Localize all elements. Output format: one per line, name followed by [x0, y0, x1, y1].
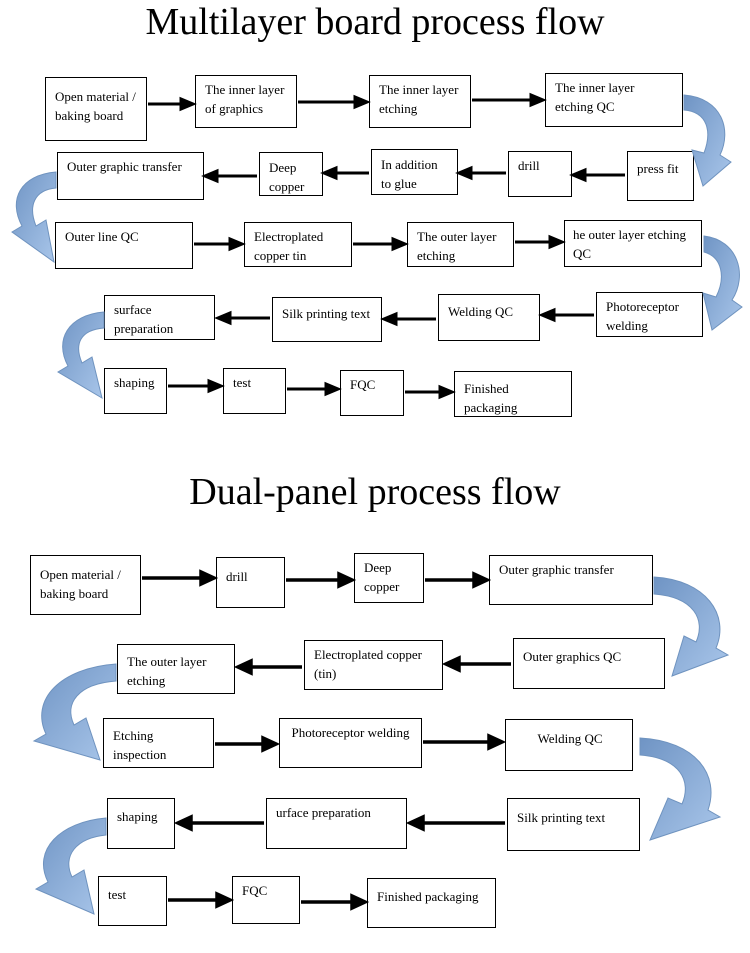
multilayer-title: Multilayer board process flow — [145, 1, 605, 43]
dual-step-outer-etching: The outer layer etching — [117, 644, 235, 694]
multilayer-step-open-material: Open material / baking board — [45, 77, 147, 141]
dual-step-open-material: Open material / baking board — [30, 555, 141, 615]
dual-step-test: test — [98, 876, 167, 926]
multilayer-step-outer-line-qc: Outer line QC — [55, 222, 193, 269]
curved-arrow-left — [34, 817, 107, 915]
dual-step-outer-graphic-transfer: Outer graphic transfer — [489, 555, 653, 605]
arrowhead — [201, 168, 219, 184]
arrowhead — [228, 236, 246, 252]
arrowhead — [215, 891, 235, 909]
dual-step-electroplated-copper-tin: Electroplated copper (tin) — [304, 640, 443, 690]
multilayer-step-outer-graphic-transfer: Outer graphic transfer — [57, 152, 204, 200]
arrowhead — [214, 310, 232, 326]
multilayer-step-drill: drill — [508, 151, 572, 197]
arrowhead — [380, 311, 398, 327]
arrowhead — [455, 165, 473, 181]
multilayer-step-silk-printing: Silk printing text — [272, 297, 382, 342]
multilayer-step-fqc: FQC — [340, 370, 404, 416]
multilayer-step-shaping: shaping — [104, 368, 167, 414]
arrowhead — [529, 92, 547, 108]
multilayer-step-remove-glue: In addition to glue — [371, 149, 458, 195]
arrowhead — [233, 658, 253, 676]
dual-panel-title: Dual-panel process flow — [189, 471, 561, 513]
arrowhead — [569, 167, 587, 183]
multilayer-step-inner-graphics: The inner layer of graphics — [195, 75, 297, 128]
multilayer-step-finished-packaging: Finished packaging — [454, 371, 572, 417]
arrowhead — [405, 814, 425, 832]
arrowhead — [337, 571, 357, 589]
arrowhead — [324, 381, 342, 397]
multilayer-step-surface-preparation: surface preparation — [104, 295, 215, 340]
curved-arrow-right — [702, 235, 743, 331]
dual-step-outer-graphics-qc: Outer graphics QC — [513, 638, 665, 689]
dual-step-welding-qc: Welding QC — [505, 719, 633, 771]
arrowhead — [179, 96, 197, 112]
arrowhead — [441, 655, 461, 673]
arrowhead — [548, 234, 566, 250]
arrowhead — [472, 571, 492, 589]
multilayer-step-electroplated-copper-tin: Electroplated copper tin — [244, 222, 352, 267]
arrowhead — [199, 569, 219, 587]
dual-step-drill: drill — [216, 557, 285, 608]
arrowhead — [538, 307, 556, 323]
multilayer-step-welding-qc: Welding QC — [438, 294, 540, 341]
arrowhead — [207, 378, 225, 394]
dual-step-photoreceptor-welding: Photoreceptor welding — [279, 718, 422, 768]
multilayer-step-photoreceptor-welding: Photoreceptor welding — [596, 292, 703, 337]
multilayer-step-deep-copper: Deep copper — [259, 152, 323, 196]
curved-arrow-left — [11, 171, 57, 264]
arrowhead — [350, 893, 370, 911]
arrowhead — [261, 735, 281, 753]
multilayer-step-outer-etching-qc: he outer layer etching QC — [564, 220, 702, 267]
dual-step-finished-packaging: Finished packaging — [367, 878, 496, 928]
dual-step-shaping: shaping — [107, 798, 175, 849]
dual-step-fqc: FQC — [232, 876, 300, 924]
arrowhead — [391, 236, 409, 252]
arrowhead — [438, 384, 456, 400]
dual-step-deep-copper: Deep copper — [354, 553, 424, 603]
curved-arrow-left — [57, 311, 105, 400]
multilayer-step-inner-etching-qc: The inner layer etching QC — [545, 73, 683, 127]
multilayer-step-press-fit: press fit — [627, 151, 694, 201]
multilayer-step-inner-etching: The inner layer etching — [369, 75, 471, 128]
curved-arrow-right — [639, 737, 722, 841]
arrowhead — [320, 165, 338, 181]
curved-arrow-right — [653, 576, 730, 677]
arrowhead — [173, 814, 193, 832]
multilayer-step-outer-etching: The outer layer etching — [407, 222, 514, 267]
arrowhead — [487, 733, 507, 751]
arrowhead — [353, 94, 371, 110]
dual-step-surface-preparation: urface preparation — [266, 798, 407, 849]
multilayer-step-test: test — [223, 368, 286, 414]
dual-step-etching-inspection: Etching inspection — [103, 718, 214, 768]
dual-step-silk-printing: Silk printing text — [507, 798, 640, 851]
